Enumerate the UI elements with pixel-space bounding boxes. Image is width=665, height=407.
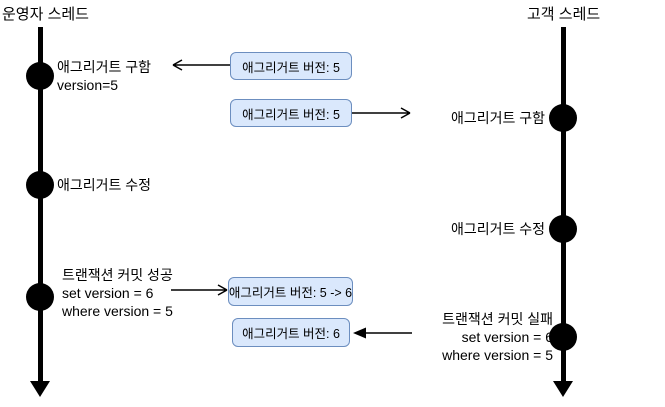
operator-event-modify-label: 애그리거트 수정 [57,176,151,194]
customer-lifeline-arrowhead-icon [553,381,573,397]
operator-thread-title: 운영자 스레드 [2,6,89,23]
customer-event-dot-modify [549,215,577,243]
event-text-line: 트랜잭션 커밋 성공 [62,267,173,283]
event-text-line: set version = 6 [461,329,553,345]
event-text-line: 애그리거트 구함 [57,59,152,75]
operator-event-commit-label: 트랜잭션 커밋 성공 set version = 6 where version… [62,266,173,320]
version-box-operator-commit: 애그리거트 버전: 5 -> 6 [228,277,353,306]
customer-event-read-label: 애그리거트 구함 [451,109,545,127]
event-text-line: 트랜잭션 커밋 실패 [442,311,553,327]
event-text-line: 애그리거트 구함 [450,110,545,126]
version-box-customer-read: 애그리거트 버전: 5 [230,99,352,127]
operator-event-read-label: 애그리거트 구함 version=5 [57,58,151,94]
arrow-version5-to-operator-read [172,59,230,71]
event-text-line: where version = 5 [62,303,173,319]
event-text-line: set version = 6 [62,285,154,301]
operator-event-dot-read [26,62,54,90]
customer-event-dot-commit [549,323,577,351]
event-text-line: where version = 5 [442,347,553,363]
event-text-line: 애그리거트 수정 [450,221,545,237]
operator-lifeline-arrowhead-icon [30,381,50,397]
customer-event-commit-label: 트랜잭션 커밋 실패 set version = 6 where version… [442,310,553,364]
customer-event-modify-label: 애그리거트 수정 [451,220,545,238]
version-box-customer-commit: 애그리거트 버전: 6 [232,318,350,347]
event-text-line: 애그리거트 수정 [57,177,152,193]
version-box-operator-read: 애그리거트 버전: 5 [230,52,352,80]
arrow-customer-commit-to-version-box [353,327,412,339]
operator-event-dot-commit [26,283,54,311]
arrow-operator-commit-to-version-box [171,284,228,296]
event-text-line: version=5 [57,77,119,93]
arrow-version5-to-customer-read [352,107,411,119]
operator-event-dot-modify [26,171,54,199]
operator-lifeline [38,27,43,383]
customer-event-dot-read [549,104,577,132]
customer-thread-title: 고객 스레드 [527,6,601,23]
customer-lifeline [561,27,566,383]
